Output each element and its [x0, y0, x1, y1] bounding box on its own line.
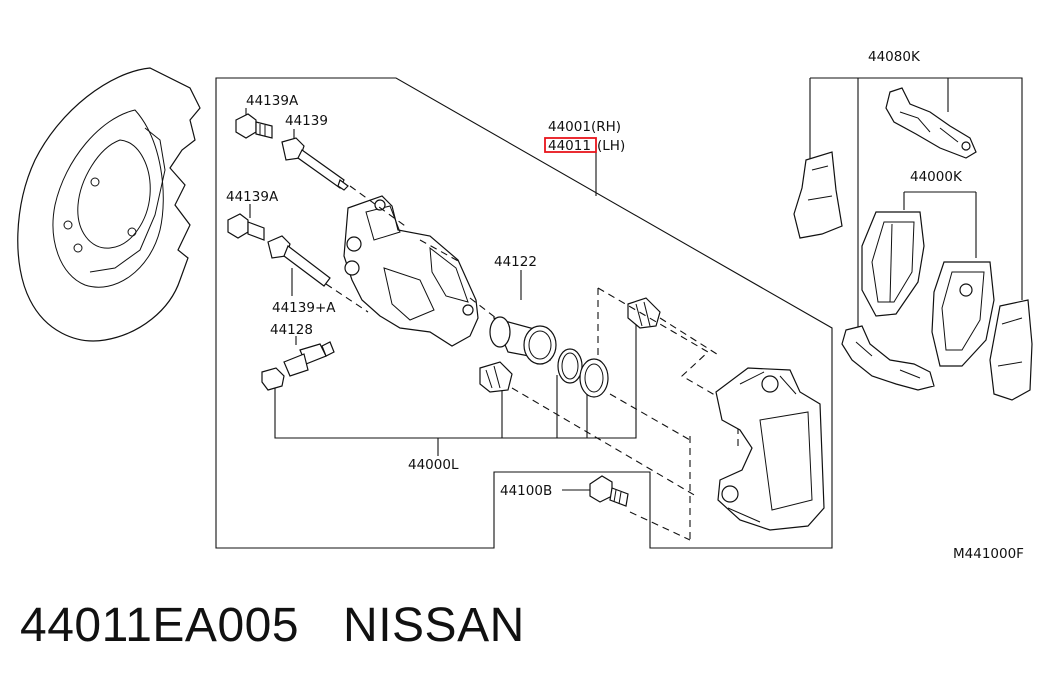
bracket-bolt-44100B: [589, 475, 629, 507]
pin-boot-upper: [627, 297, 661, 329]
brake-pad-inner: [861, 211, 925, 317]
caption-brand: NISSAN: [343, 599, 525, 652]
guide-pin-44139: [281, 137, 349, 191]
label-44139-plus-A: 44139+A: [272, 300, 336, 316]
label-44122: 44122: [494, 254, 537, 270]
caption-part-number: 44011EA005: [20, 599, 300, 652]
label-44011-lh-side: (LH): [597, 138, 625, 154]
caliper-support-bracket: [715, 367, 825, 531]
anti-rattle-shim-left: [793, 151, 843, 239]
piston-boot: [579, 358, 609, 398]
anti-rattle-shim-right: [989, 299, 1033, 401]
guide-pin-44139-plus-A: [267, 235, 331, 287]
backing-plate: [17, 67, 201, 342]
highlight-box-44011: [544, 137, 597, 153]
caption: 44011EA005 NISSAN: [20, 598, 525, 653]
label-44011-lh-code: 44011: [548, 138, 591, 154]
label-44000K: 44000K: [910, 169, 963, 185]
bleeder-screw-44128: [261, 341, 335, 391]
label-44000L: 44000L: [408, 457, 459, 473]
pin-boot-lower: [479, 361, 513, 393]
label-44139A-top: 44139A: [246, 93, 299, 109]
assembly-dashes: [325, 185, 739, 541]
caliper-body: [343, 195, 479, 347]
assembly-frame: [215, 77, 833, 549]
piston-44122: [489, 316, 557, 365]
guide-pin-bolt-44139A-mid: [227, 213, 265, 241]
pad-spring-clip-top: [885, 87, 977, 159]
label-44080K: 44080K: [868, 49, 921, 65]
label-44128: 44128: [270, 322, 313, 338]
pad-kit-bracket: [903, 191, 977, 258]
label-44100B: 44100B: [500, 483, 552, 499]
label-44001-rh: 44001(RH): [548, 119, 621, 135]
brake-pad-outer: [931, 261, 995, 367]
pad-spring-clip-bottom: [841, 325, 935, 391]
label-44139: 44139: [285, 113, 328, 129]
diagram-id: M441000F: [953, 546, 1024, 562]
guide-pin-bolt-44139A-top: [235, 113, 273, 139]
shim-kit-bracket: [809, 77, 1023, 330]
label-44139A-mid: 44139A: [226, 189, 279, 205]
